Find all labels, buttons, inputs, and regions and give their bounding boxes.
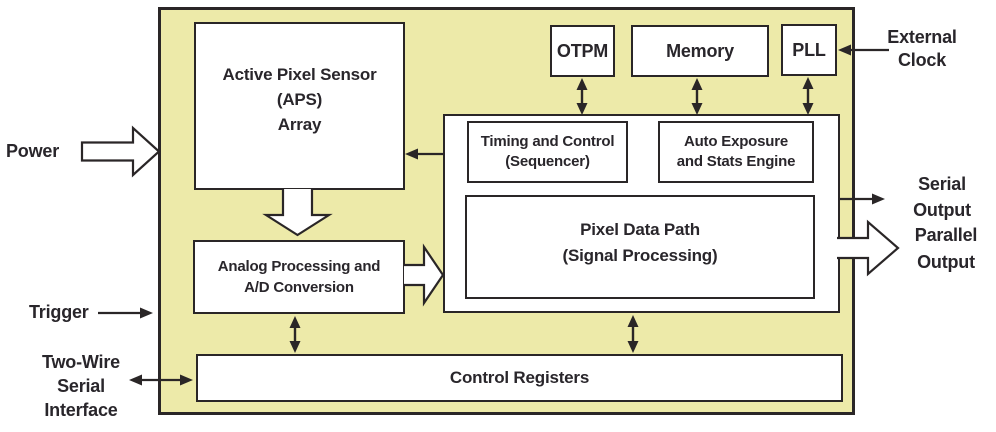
power-input-arrow xyxy=(80,125,161,178)
timing-control-block: Timing and Control (Sequencer) xyxy=(467,121,628,183)
memory-label: Memory xyxy=(666,40,734,61)
power-label: Power xyxy=(6,141,60,161)
aps-array-label-line2: (APS) xyxy=(276,89,323,109)
aps-array-block: Active Pixel Sensor (APS) Array xyxy=(194,22,405,190)
serial-output-label: Serial Output xyxy=(913,174,971,220)
aps-array-label-line3: Array xyxy=(277,114,322,134)
timing-control-label-line2: (Sequencer) xyxy=(505,153,590,170)
pll-block: PLL xyxy=(781,24,837,76)
two-wire-serial-interface-label: Two-Wire Serial Interface xyxy=(42,352,120,420)
control-registers-label: Control Registers xyxy=(449,368,590,387)
analog-processing-block: Analog Processing and A/D Conversion xyxy=(193,240,405,314)
trigger-label: Trigger xyxy=(29,302,89,322)
aps-array-label-line1: Active Pixel Sensor xyxy=(222,64,377,84)
control-registers-block: Control Registers xyxy=(196,354,843,402)
external-clock-label: External Clock xyxy=(887,27,957,70)
pixel-data-path-block: Pixel Data Path (Signal Processing) xyxy=(465,195,815,299)
memory-block: Memory xyxy=(631,25,769,77)
pll-label: PLL xyxy=(792,39,826,60)
analog-processing-label-line2: A/D Conversion xyxy=(244,279,354,296)
auto-exposure-label-line1: Auto Exposure xyxy=(683,133,789,150)
auto-exposure-block: Auto Exposure and Stats Engine xyxy=(658,121,814,183)
analog-processing-label-line1: Analog Processing and xyxy=(217,258,381,275)
pixel-data-path-label-line1: Pixel Data Path xyxy=(580,220,700,239)
auto-exposure-label-line2: and Stats Engine xyxy=(676,153,796,170)
pixel-data-path-label-line2: (Signal Processing) xyxy=(562,246,718,265)
timing-control-label-line1: Timing and Control xyxy=(480,133,615,150)
otpm-label: OTPM xyxy=(556,40,609,61)
otpm-block: OTPM xyxy=(550,25,615,77)
parallel-output-label: Parallel Output xyxy=(914,225,978,272)
